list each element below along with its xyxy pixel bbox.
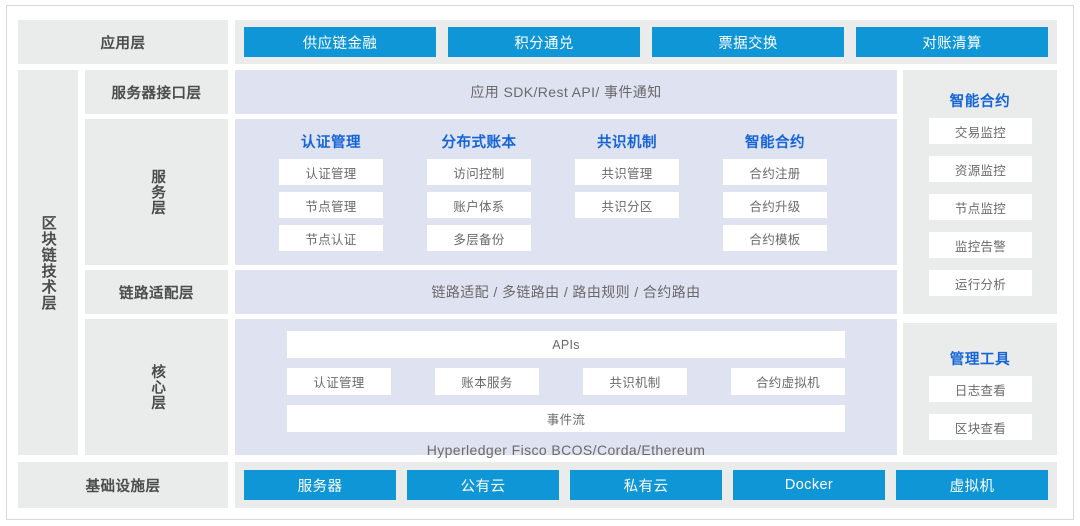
service-column-title-1: 分布式账本: [441, 135, 517, 151]
side-panel-title-1: 管理工具: [949, 352, 1011, 368]
side-panel-0-item-4[interactable]: 运行分析: [929, 270, 1032, 296]
core-event-stream-bar[interactable]: 事件流: [287, 405, 845, 432]
service-layer-label: 服务层: [85, 119, 228, 265]
link-adaptation-layer-label: 链路适配层: [85, 270, 228, 314]
side-panel-smart-contract: 智能合约 交易监控 资源监控 节点监控 监控告警 运行分析: [903, 70, 1057, 314]
service-column-2: 共识机制 共识管理 共识分区: [551, 119, 703, 265]
infrastructure-layer-strip: 服务器 公有云 私有云 Docker 虚拟机: [235, 462, 1057, 508]
core-footer-text: Hyperledger Fisco BCOS/Corda/Ethereum: [426, 442, 706, 458]
infra-item-3[interactable]: Docker: [733, 470, 885, 500]
service-cell-1-0[interactable]: 访问控制: [427, 159, 531, 185]
core-module-0[interactable]: 认证管理: [287, 368, 391, 395]
service-cell-0-2[interactable]: 节点认证: [279, 225, 383, 251]
infra-item-4[interactable]: 虚拟机: [896, 470, 1048, 500]
side-panel-title-0: 智能合约: [949, 94, 1011, 110]
app-item-2[interactable]: 票据交换: [652, 27, 844, 57]
service-column-title-2: 共识机制: [597, 135, 657, 151]
core-module-2[interactable]: 共识机制: [583, 368, 687, 395]
service-cell-3-1[interactable]: 合约升级: [723, 192, 827, 218]
app-item-0[interactable]: 供应链金融: [244, 27, 436, 57]
app-item-3[interactable]: 对账清算: [856, 27, 1048, 57]
application-layer-label: 应用层: [18, 20, 228, 64]
infrastructure-layer-label: 基础设施层: [18, 462, 228, 508]
core-module-1[interactable]: 账本服务: [435, 368, 539, 395]
infra-item-2[interactable]: 私有云: [570, 470, 722, 500]
service-column-title-3: 智能合约: [745, 135, 805, 151]
side-panel-0-item-1[interactable]: 资源监控: [929, 156, 1032, 182]
infra-item-0[interactable]: 服务器: [244, 470, 396, 500]
service-cell-1-1[interactable]: 账户体系: [427, 192, 531, 218]
service-column-0: 认证管理 认证管理 节点管理 节点认证: [255, 119, 407, 265]
core-layer-label: 核心层: [85, 319, 228, 455]
core-apis-bar[interactable]: APIs: [287, 331, 845, 358]
side-panel-0-item-0[interactable]: 交易监控: [929, 118, 1032, 144]
server-interface-layer-panel: 应用 SDK/Rest API/ 事件通知: [235, 70, 897, 114]
infra-item-1[interactable]: 公有云: [407, 470, 559, 500]
service-cell-3-0[interactable]: 合约注册: [723, 159, 827, 185]
application-layer-strip: 供应链金融 积分通兑 票据交换 对账清算: [235, 20, 1057, 64]
service-layer-panel: 认证管理 认证管理 节点管理 节点认证 分布式账本 访问控制 账户体系 多层备份…: [235, 119, 897, 265]
link-adaptation-band-text: 链路适配 / 多链路由 / 路由规则 / 合约路由: [431, 284, 701, 300]
side-panel-0-item-3[interactable]: 监控告警: [929, 232, 1032, 258]
service-column-1: 分布式账本 访问控制 账户体系 多层备份: [403, 119, 555, 265]
service-cell-0-0[interactable]: 认证管理: [279, 159, 383, 185]
core-module-3[interactable]: 合约虚拟机: [731, 368, 845, 395]
server-interface-band-text: 应用 SDK/Rest API/ 事件通知: [470, 84, 662, 100]
service-column-3: 智能合约 合约注册 合约升级 合约模板: [699, 119, 851, 265]
core-layer-panel: APIs 认证管理 账本服务 共识机制 合约虚拟机 事件流 Hyperledge…: [235, 319, 897, 458]
side-panel-0-item-2[interactable]: 节点监控: [929, 194, 1032, 220]
side-panel-management-tools: 管理工具 日志查看 区块查看: [903, 323, 1057, 455]
service-cell-2-1[interactable]: 共识分区: [575, 192, 679, 218]
blockchain-tech-layer-label: 区块链技术层: [18, 70, 78, 455]
service-cell-2-0[interactable]: 共识管理: [575, 159, 679, 185]
service-cell-3-2[interactable]: 合约模板: [723, 225, 827, 251]
service-cell-0-1[interactable]: 节点管理: [279, 192, 383, 218]
service-column-title-0: 认证管理: [301, 135, 361, 151]
app-item-1[interactable]: 积分通兑: [448, 27, 640, 57]
server-interface-layer-label: 服务器接口层: [85, 70, 228, 114]
side-panel-1-item-0[interactable]: 日志查看: [929, 376, 1032, 402]
link-adaptation-layer-panel: 链路适配 / 多链路由 / 路由规则 / 合约路由: [235, 270, 897, 314]
side-panel-1-item-1[interactable]: 区块查看: [929, 414, 1032, 440]
service-cell-1-2[interactable]: 多层备份: [427, 225, 531, 251]
